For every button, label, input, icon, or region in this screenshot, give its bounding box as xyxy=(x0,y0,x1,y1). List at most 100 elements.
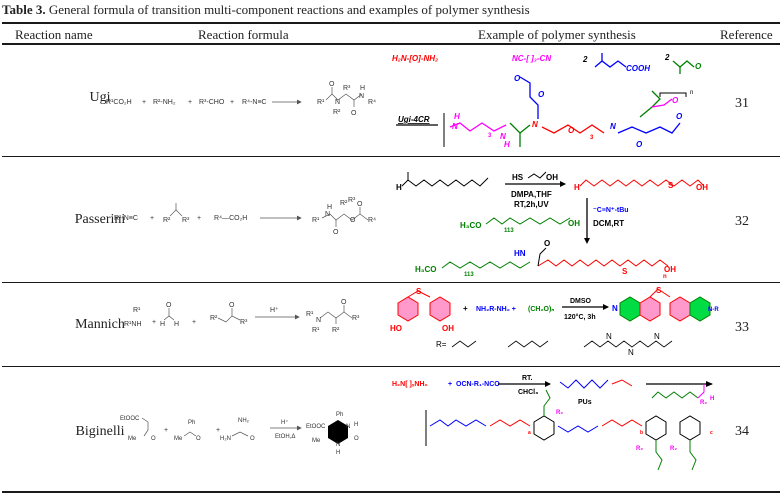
atom-label: O xyxy=(196,436,201,442)
atom-label: R² xyxy=(210,315,218,322)
pu-chain-red xyxy=(611,379,633,387)
atom-label: O xyxy=(351,110,357,117)
biginelli-example-scheme: H₂N[ ]ₓNH₂ + OCN-R₁-NCO RT. CHCl₃ PUs R₂… xyxy=(392,375,714,471)
subscript: 3 xyxy=(488,133,492,139)
arrow-head xyxy=(545,381,551,387)
reactant: R⁴—CO₂H xyxy=(214,215,247,222)
conditions: CHCl₃ xyxy=(518,389,538,396)
atom-label: H xyxy=(360,85,365,92)
header-bottom-rule xyxy=(2,43,780,45)
bracket xyxy=(659,92,687,97)
atom-label: H xyxy=(454,112,460,121)
stoichiometry: 2 xyxy=(664,53,670,62)
reactant: R³-CHO xyxy=(199,99,225,106)
subscript: c xyxy=(710,430,713,436)
column-header-reaction-formula: Reaction formula xyxy=(198,27,289,42)
atom-label: H xyxy=(160,321,165,328)
atom-label: N xyxy=(606,332,612,341)
arrow-head xyxy=(560,181,566,187)
diamine-reactant: H₂N[ ]ₓNH₂ xyxy=(392,381,428,388)
atom-label: R³ xyxy=(343,85,351,92)
plus-sign: + xyxy=(142,99,146,106)
atom-label: O xyxy=(341,299,347,306)
bisphenol-s-monomer: S HO OH xyxy=(390,287,454,333)
atom-label: O xyxy=(357,201,363,208)
atom-label: O xyxy=(350,217,356,224)
atom-label: N xyxy=(325,211,330,218)
dhpm-ring-3 xyxy=(679,415,701,441)
atom-label: R³ xyxy=(348,197,356,204)
reactant: R²-NH₂ xyxy=(153,99,176,106)
levulinic-acid-monomer: COOH xyxy=(594,53,650,73)
atom-label: OH xyxy=(546,173,558,182)
atom-label: N xyxy=(532,120,538,129)
atom-label: R³ xyxy=(352,315,360,322)
diisocyanide-monomer: NC-[ ]₃-CN xyxy=(512,54,551,63)
atom-label: HN xyxy=(514,249,526,258)
ester-green-3 xyxy=(689,440,697,471)
table-caption: Table 3. General formula of transition m… xyxy=(2,2,530,18)
pu-label: PUs xyxy=(578,399,592,406)
atom-label: N xyxy=(346,424,350,430)
arrow-head xyxy=(294,314,300,320)
atom-label: R₂ xyxy=(636,446,643,452)
dhpm-ring-1 xyxy=(533,415,555,441)
reactant: EtOOC xyxy=(120,416,140,422)
conditions: 120°C, 3h xyxy=(564,313,596,321)
r-group-label: R= xyxy=(436,340,447,349)
plus-sign: + xyxy=(197,215,201,222)
table-caption-text: General formula of transition multi-comp… xyxy=(45,2,530,17)
atom-label: H xyxy=(354,422,358,428)
atom-label: H xyxy=(396,183,402,192)
atom-label: N xyxy=(628,348,634,357)
plus-sign: + xyxy=(448,381,452,388)
reaction-name: Biginelli xyxy=(75,424,125,439)
atom-label: R₂ xyxy=(670,446,677,452)
atom-label: R⁴ xyxy=(368,99,376,106)
atom-label: Me xyxy=(312,438,321,444)
conditions: RT. xyxy=(522,375,533,382)
plus-sign: + xyxy=(463,304,468,313)
ugi-general-formula: R¹CO₂H + R²-NH₂ + R³-CHO + R⁴-N≡C R¹ O N… xyxy=(106,81,376,117)
atom-label: O xyxy=(672,96,679,105)
atom-label: O xyxy=(676,112,683,121)
ester-green-2 xyxy=(655,440,663,471)
atom-label: N xyxy=(316,317,321,324)
reactant: R¹ xyxy=(133,307,141,314)
subscript: b xyxy=(640,430,643,436)
reaction-name: Mannich xyxy=(75,317,125,332)
reactant: R¹NH xyxy=(124,321,142,328)
atom-label: HO xyxy=(390,324,402,333)
product-red-chain xyxy=(537,259,669,267)
atom-label: H xyxy=(574,183,580,192)
reactant: R³ xyxy=(182,217,190,224)
diamine-reactant: NH₂R-NH₂ + xyxy=(476,306,516,313)
isocyanide: ⁻C≡N⁺-tBu xyxy=(593,207,629,214)
plus-sign: + xyxy=(230,99,234,106)
table-caption-label: Table 3. xyxy=(2,2,46,17)
polymer-side-blue2 xyxy=(617,122,681,134)
atom-label: R¹ xyxy=(312,217,320,224)
monomer-label: O xyxy=(695,62,702,71)
atom-label: N xyxy=(612,304,618,313)
pu-chain xyxy=(559,379,609,389)
atom-label: R¹ xyxy=(312,327,320,334)
peg-label: H₃CO xyxy=(415,265,436,274)
atom-label: S xyxy=(668,181,674,190)
atom-label: O xyxy=(229,302,235,309)
atom-label: Me xyxy=(128,436,137,442)
reference-number: 33 xyxy=(735,320,749,335)
plus-sign: + xyxy=(164,427,168,434)
r-group-tetramine xyxy=(583,340,673,348)
conditions: EtOH,Δ xyxy=(275,434,295,440)
atom-label: Me xyxy=(174,436,183,442)
reactant: R¹CO₂H xyxy=(106,99,132,106)
arrow-head xyxy=(296,215,302,221)
conditions: DMSO xyxy=(570,298,592,305)
atom-label: R² xyxy=(333,109,341,116)
product-peg-chain xyxy=(441,261,531,269)
atom-label: O xyxy=(166,302,172,309)
catalyst: H⁺ xyxy=(270,307,279,314)
atom-label: N xyxy=(336,442,340,448)
atom-label: S xyxy=(622,267,628,276)
